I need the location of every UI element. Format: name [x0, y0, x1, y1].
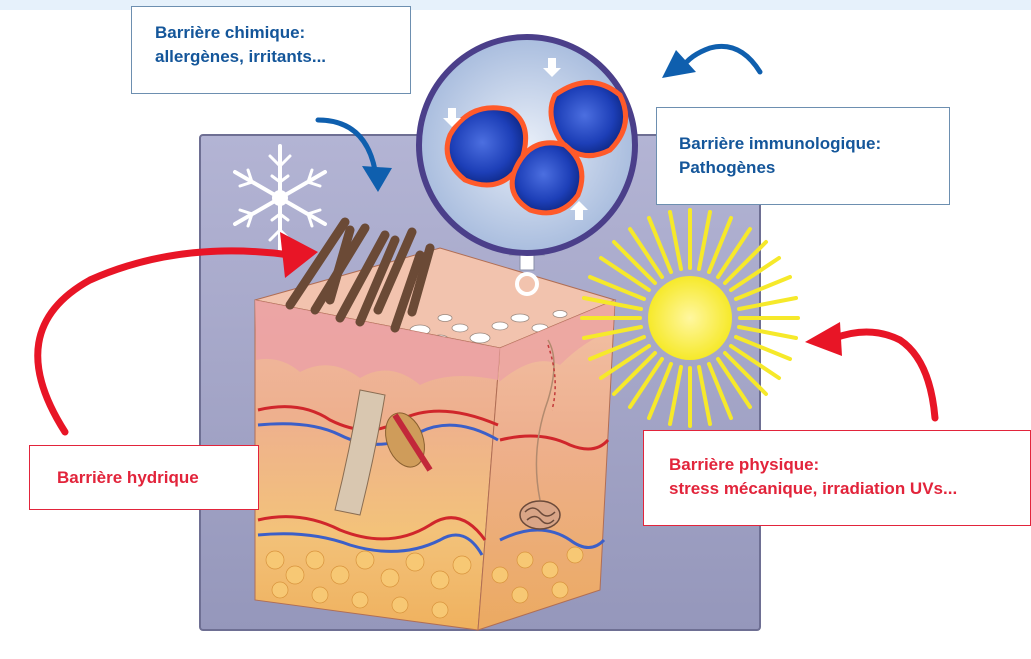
hydric-barrier-label: Barrière hydrique: [29, 445, 259, 510]
hydric-barrier-title: Barrière hydrique: [57, 466, 258, 490]
immunological-barrier-title: Barrière immunologique:: [679, 132, 949, 156]
physical-barrier-label: Barrière physique: stress mécanique, irr…: [643, 430, 1031, 526]
sun-icon: [582, 210, 798, 426]
physical-barrier-title: Barrière physique:: [669, 453, 1030, 477]
chemical-barrier-detail: allergènes, irritants...: [155, 45, 410, 69]
immunological-barrier-label: Barrière immunologique: Pathogènes: [656, 107, 950, 205]
chemical-barrier-title: Barrière chimique:: [155, 21, 410, 45]
red-arrow-physical: [835, 332, 935, 418]
chemical-barrier-label: Barrière chimique: allergènes, irritants…: [131, 6, 411, 94]
blue-arrow-immuno: [682, 46, 760, 72]
immunological-barrier-detail: Pathogènes: [679, 156, 949, 180]
physical-barrier-detail: stress mécanique, irradiation UVs...: [669, 477, 1030, 501]
